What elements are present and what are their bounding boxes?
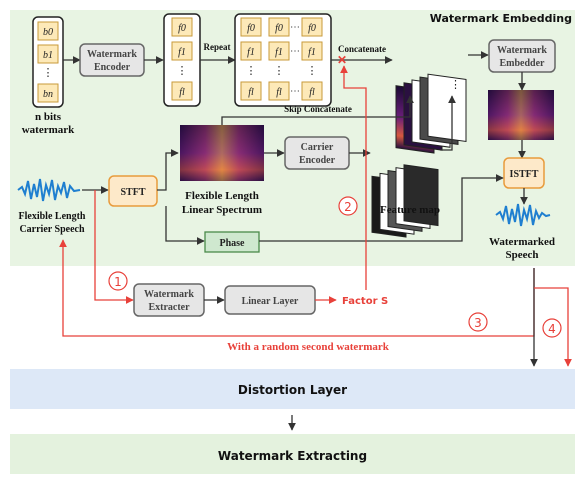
step-4-marker: 4 bbox=[548, 322, 556, 336]
bits-ellipsis: ⋮ bbox=[43, 67, 54, 79]
linear-layer-label: Linear Layer bbox=[242, 296, 299, 307]
svg-text:f0: f0 bbox=[275, 23, 283, 34]
bit-bn-label: bn bbox=[43, 89, 53, 100]
concatenate-label: Concatenate bbox=[338, 44, 386, 54]
bits-caption-line2: watermark bbox=[22, 124, 75, 136]
bit-bn bbox=[37, 83, 59, 103]
combined-feature-stack: ⋮ bbox=[395, 73, 467, 154]
stft-box bbox=[108, 175, 158, 207]
svg-text:⋮: ⋮ bbox=[450, 79, 461, 91]
phase-label: Phase bbox=[220, 238, 246, 249]
svg-text:f0: f0 bbox=[247, 23, 255, 34]
bit-b1 bbox=[37, 44, 59, 64]
carrier-speech-label-1: Flexible Length bbox=[19, 211, 86, 222]
step-2-marker: 2 bbox=[344, 200, 352, 214]
stft-label: STFT bbox=[120, 187, 145, 198]
watermarked-speech-label-2: Speech bbox=[506, 249, 539, 261]
watermark-encoder-label-1: Watermark bbox=[87, 49, 137, 60]
spectrum-label-1: Flexible Length bbox=[185, 190, 259, 202]
svg-text:fl: fl bbox=[309, 87, 315, 98]
feature-matrix-cells: f0 f0 ⋯ f0 f1 f1 ⋯ f1 ⋮ ⋮ ⋮ fl fl ⋯ fl bbox=[240, 17, 323, 101]
svg-text:f0: f0 bbox=[308, 23, 316, 34]
carrier-speech-label-2: Carrier Speech bbox=[19, 224, 85, 235]
repeat-label: Repeat bbox=[204, 42, 231, 52]
concat-cross-icon: ✕ bbox=[337, 53, 347, 67]
svg-text:⋯: ⋯ bbox=[290, 46, 300, 57]
watermark-extracting-band bbox=[10, 434, 575, 474]
carrier-encoder-label-2: Encoder bbox=[299, 155, 336, 166]
svg-text:⋮: ⋮ bbox=[177, 65, 188, 77]
watermarked-speech-label-1: Watermarked bbox=[489, 236, 555, 248]
svg-text:f1: f1 bbox=[308, 47, 316, 58]
distortion-layer-label: Distortion Layer bbox=[237, 383, 348, 397]
feature-f1: f1 bbox=[178, 47, 186, 58]
svg-text:⋮: ⋮ bbox=[307, 65, 318, 77]
svg-text:⋮: ⋮ bbox=[274, 65, 285, 77]
phase-box bbox=[204, 231, 260, 253]
carrier-encoder-label-1: Carrier bbox=[301, 142, 334, 153]
watermark-encoder-label-2: Encoder bbox=[94, 62, 131, 73]
bit-b1-label: b1 bbox=[43, 50, 53, 61]
embedding-panel-title: Watermark Embedding bbox=[430, 12, 572, 25]
watermark-extracter-label-2: Extracter bbox=[148, 302, 190, 313]
feature-map-stack bbox=[371, 164, 439, 238]
bit-b0-label: b0 bbox=[43, 27, 53, 38]
feature-f0: f0 bbox=[178, 23, 186, 34]
factor-s-label: Factor S bbox=[342, 296, 388, 307]
watermarked-speech-wave bbox=[495, 203, 551, 227]
watermark-extracter-label-1: Watermark bbox=[144, 289, 194, 300]
step-1-marker: 1 bbox=[114, 275, 122, 289]
feature-map-label: Feature map bbox=[380, 204, 440, 216]
carrier-speech-wave bbox=[17, 178, 81, 202]
step-3-marker: 3 bbox=[474, 316, 482, 330]
distortion-layer-band bbox=[10, 369, 575, 409]
svg-text:⋯: ⋯ bbox=[290, 22, 300, 33]
watermark-embedder-label-1: Watermark bbox=[497, 45, 547, 56]
svg-text:f1: f1 bbox=[247, 47, 255, 58]
random-watermark-label: With a random second watermark bbox=[227, 341, 390, 353]
svg-text:⋯: ⋯ bbox=[290, 86, 300, 97]
svg-text:fl: fl bbox=[248, 87, 254, 98]
istft-label: ISTFT bbox=[510, 169, 539, 180]
svg-text:fl: fl bbox=[276, 87, 282, 98]
skip-concatenate-label: Skip Concatenate bbox=[284, 104, 352, 114]
svg-text:f1: f1 bbox=[275, 47, 283, 58]
svg-text:⋮: ⋮ bbox=[246, 65, 257, 77]
watermark-embedder-label-2: Embedder bbox=[500, 58, 546, 69]
bits-caption-line1: n bits bbox=[35, 111, 62, 123]
bit-b0 bbox=[37, 21, 59, 41]
feature-fl: fl bbox=[179, 87, 185, 98]
spectrum-label-2: Linear Spectrum bbox=[182, 204, 262, 216]
watermark-extracting-label: Watermark Extracting bbox=[217, 449, 368, 463]
